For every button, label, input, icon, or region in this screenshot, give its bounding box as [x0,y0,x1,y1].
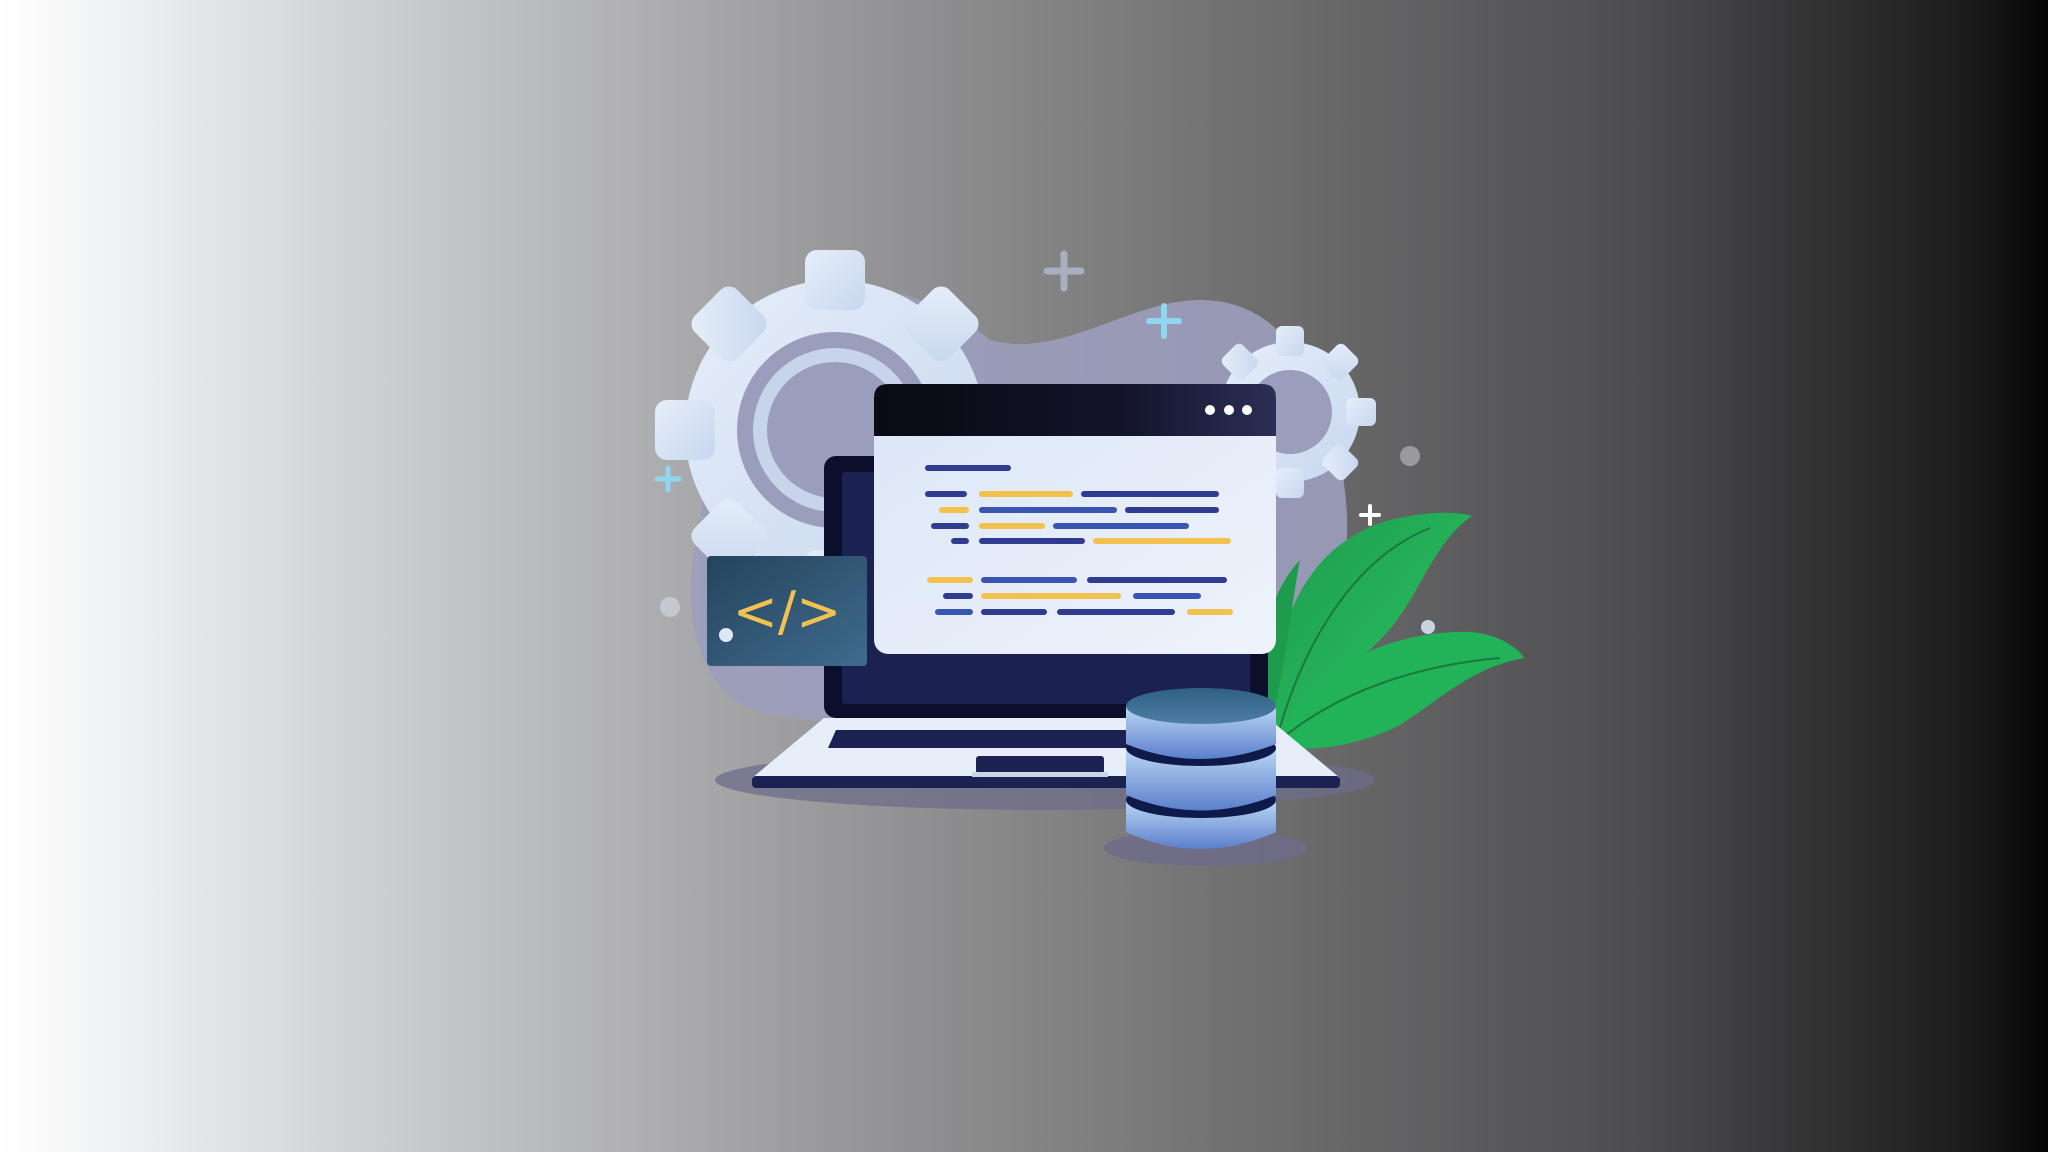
code-brackets-icon: </> [733,580,842,643]
decor-dot [1421,620,1435,634]
browser-window-icon [874,384,1276,654]
decor-dot [719,628,733,642]
code-lines [925,465,1233,615]
plus-icon [1359,504,1381,526]
database-icon [1104,688,1308,866]
more-dots-icon [1205,405,1252,415]
decor-dot [1400,446,1420,466]
leaf-icon [1258,512,1524,749]
plus-icon [1043,250,1085,292]
decor-dot [660,597,680,617]
plus-icon [654,465,682,493]
plus-icon [1146,303,1182,339]
code-badge: </> [707,556,867,666]
